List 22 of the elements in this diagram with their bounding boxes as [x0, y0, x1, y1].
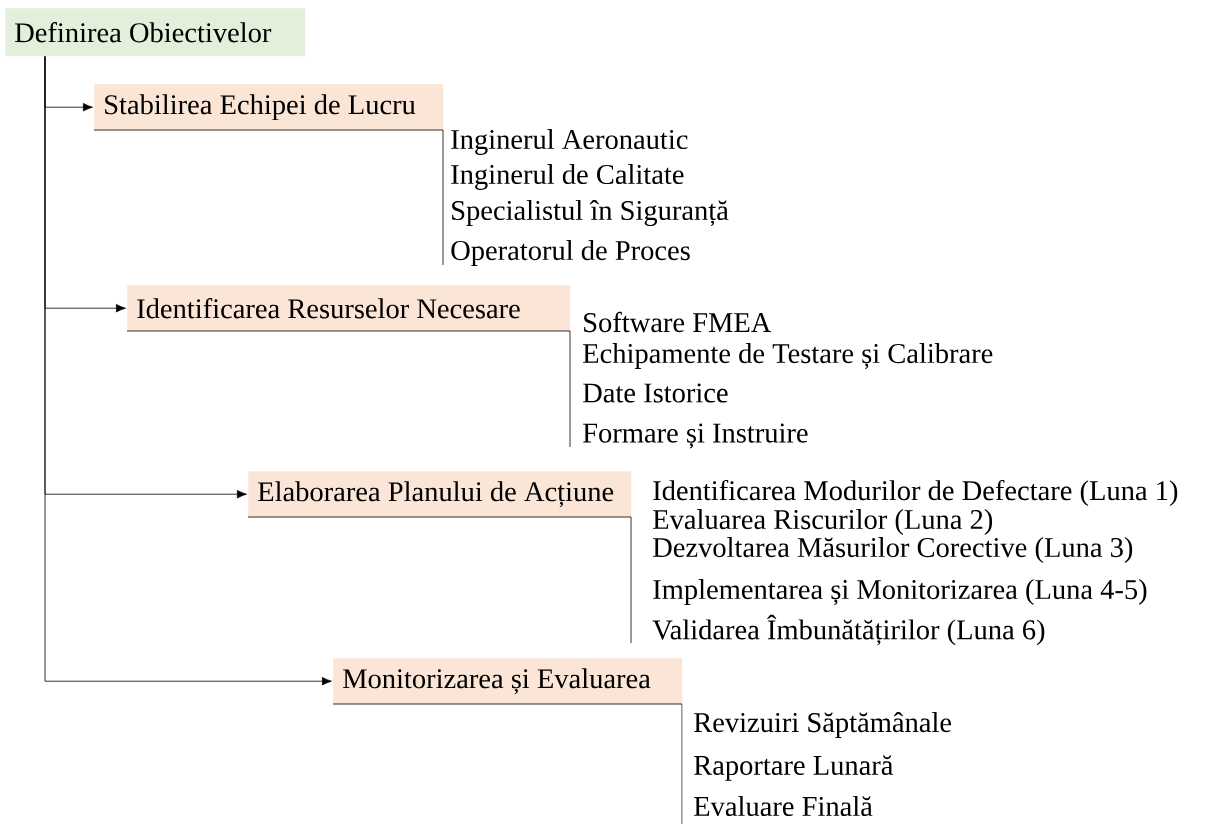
list-item: Inginerul de Calitate	[451, 164, 684, 190]
list-item: Formare și Instruire	[583, 423, 808, 449]
list-item: Specialistul în Siguranță	[452, 200, 729, 226]
list-item: Identificarea Modurilor de Defectare (Luna 1)	[653, 479, 1178, 507]
process-box: Stabilirea Echipei de Lucru	[94, 84, 444, 131]
list-item: Raportare Lunară	[694, 755, 894, 781]
list-item: Inginerul Aeronautic	[451, 129, 688, 155]
process-box: Monitorizarea și Evaluarea	[333, 658, 683, 705]
process-box: Definirea Obiectivelor	[5, 8, 306, 57]
list-item: Software FMEA	[584, 311, 772, 333]
arrow	[44, 56, 332, 686]
list-item: Evaluare Finală	[694, 796, 873, 817]
list-item: Revizuiri Săptămânale	[694, 712, 952, 738]
process-box: Identificarea Resurselor Necesare	[127, 285, 571, 332]
list-item: Echipamente de Testare și Calibrare	[583, 343, 993, 369]
list-item: Evaluarea Riscurilor (Luna 2)	[653, 509, 993, 535]
list-item: Operatorul de Proces	[451, 240, 690, 266]
list-item: Date Istorice	[583, 383, 728, 403]
list-item: Implementarea și Monitorizarea (Luna 4-5)	[653, 579, 1147, 605]
list-item: Dezvoltarea Măsurilor Corective (Luna 3)	[653, 537, 1133, 563]
list-item: Validarea Îmbunătățirilor (Luna 6)	[652, 614, 1045, 646]
process-box: Elaborarea Planului de Acțiune	[248, 471, 632, 518]
